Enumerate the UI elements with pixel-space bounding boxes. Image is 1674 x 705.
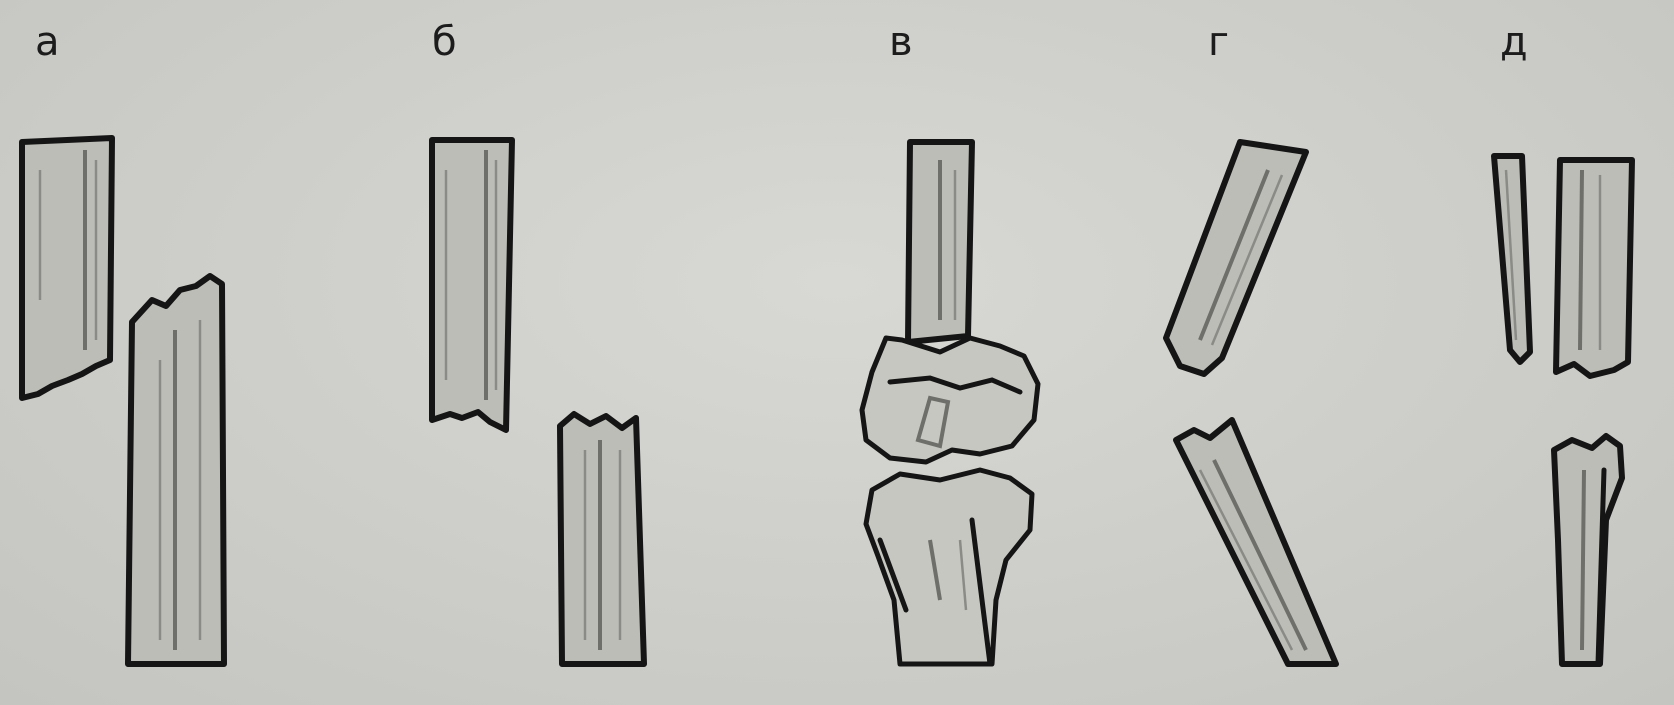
panel-a-upper-fragment	[22, 138, 112, 398]
panel-d-lower-bone	[1554, 436, 1622, 664]
panel-b-drawing	[432, 140, 644, 664]
panel-d-drawing	[1494, 156, 1632, 664]
panel-g-upper-fragment	[1166, 142, 1306, 374]
panel-d-upper-right-bone	[1556, 160, 1632, 376]
panel-a-drawing	[22, 138, 224, 664]
panel-g-drawing	[1166, 142, 1336, 664]
panel-v-drawing	[862, 142, 1038, 664]
panel-v-femur-condyles	[862, 338, 1038, 462]
panel-b-upper-fragment	[432, 140, 512, 430]
panel-g-lower-fragment	[1176, 420, 1336, 664]
